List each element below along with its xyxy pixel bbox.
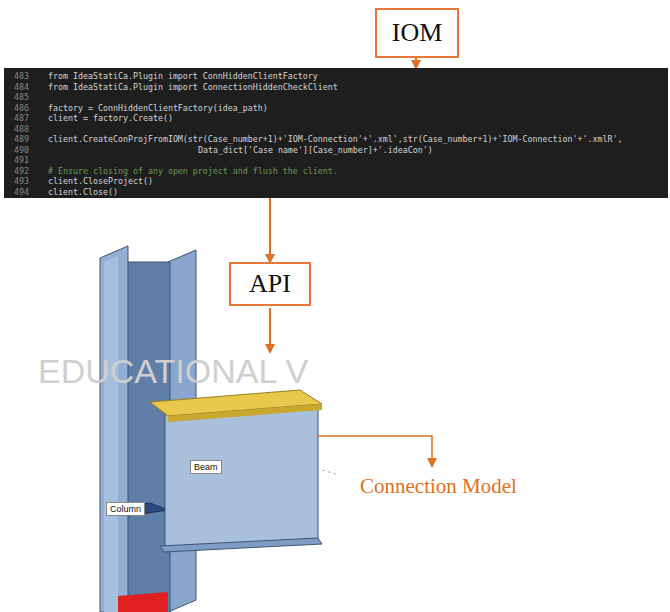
- part-label: Column: [106, 502, 145, 516]
- box-label: IOM: [392, 18, 443, 48]
- base-plate: [118, 592, 168, 612]
- hidden-edge: [322, 470, 336, 474]
- model-arrow: [269, 308, 271, 352]
- beam-flange: [160, 538, 322, 552]
- column-flange-face: [104, 256, 118, 612]
- column-flange: [100, 246, 128, 612]
- flow-arrow: [415, 58, 417, 68]
- line-number: 491: [14, 155, 29, 166]
- line-number: 490: [14, 145, 29, 156]
- line-number: 488: [14, 124, 29, 135]
- line-number: 493: [14, 176, 29, 187]
- line-number: 486: [14, 103, 29, 114]
- code-line: # Ensure closing of any open project and…: [48, 166, 338, 177]
- box-label: API: [249, 269, 291, 299]
- code-line: from IdeaStatiCa.Plugin import ConnHidde…: [48, 71, 318, 82]
- watermark: EDUCATIONAL V: [38, 352, 308, 391]
- line-number: 492: [14, 166, 29, 177]
- flow-arrow: [269, 198, 271, 262]
- code-block: 483 from IdeaStatiCa.Plugin import ConnHi…: [4, 68, 668, 198]
- line-number: 484: [14, 82, 29, 93]
- code-line: from IdeaStatiCa.Plugin import Connectio…: [48, 82, 338, 93]
- code-line: client.CloseProject(): [48, 176, 153, 187]
- beam-web: [165, 404, 318, 548]
- code-line: factory = ConnHiddenClientFactory(idea_p…: [48, 103, 268, 114]
- code-line: client.Close(): [48, 187, 118, 198]
- io-box: API: [229, 262, 311, 306]
- line-number: 483: [14, 71, 29, 82]
- part-label: Beam: [190, 460, 222, 474]
- code-line: client.CreateConProjFromIOM(str(Case_num…: [48, 134, 622, 145]
- line-number: 489: [14, 134, 29, 145]
- callout-label: Connection Model: [360, 474, 517, 499]
- code-line: Data_dict['Case name'][Case_number]+'.id…: [198, 145, 433, 156]
- beam-flange-edge: [168, 404, 322, 422]
- line-number: 485: [14, 92, 29, 103]
- io-box: IOM: [375, 8, 459, 58]
- leader-line: [318, 436, 432, 466]
- line-number: 494: [14, 187, 29, 198]
- line-number: 487: [14, 113, 29, 124]
- code-line: client = factory.Create(): [48, 113, 173, 124]
